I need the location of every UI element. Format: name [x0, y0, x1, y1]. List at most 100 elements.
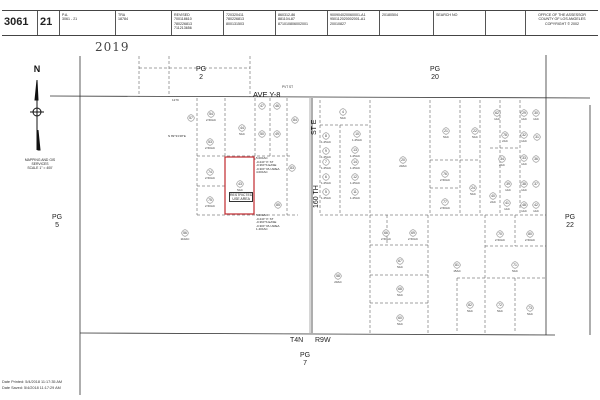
- easement-note-top: 5.00±AC -0.24±" P. ST -0.36±"S EASE -0.3…: [256, 156, 280, 175]
- parcel-area: 2.50AC: [205, 176, 216, 180]
- parcel-number: 54: [209, 112, 213, 116]
- parcel-11[interactable]: 111.25AC: [350, 188, 361, 200]
- parcel-8[interactable]: 81.25AC: [321, 132, 332, 144]
- parcel-area: 5AC: [470, 192, 477, 196]
- assessor-office: OFFICE OF THE ASSESSOR COUNTY OF LOS ANG…: [538, 13, 586, 26]
- parcel-85[interactable]: 85: [274, 201, 282, 209]
- parcel-area: 1.25AC: [352, 138, 363, 142]
- parcel-31[interactable]: 31: [533, 133, 541, 141]
- parcel-number-circle: [339, 108, 347, 116]
- parcel-5[interactable]: 51.25AC: [321, 188, 332, 200]
- parcel-37[interactable]: 37: [532, 180, 540, 188]
- parcel-number: 69: [411, 231, 415, 235]
- parcel-75[interactable]: 752.50AC: [205, 196, 216, 208]
- parcel-number-circle: [441, 198, 449, 206]
- parcel-number-circle: [469, 184, 477, 192]
- parcel-9[interactable]: 9 1.25AC: [321, 147, 332, 159]
- parcel-74[interactable]: 742.50AC: [205, 168, 216, 180]
- parcel-50[interactable]: 50: [258, 130, 266, 138]
- parcel-number: 12: [353, 175, 357, 179]
- parcel-57[interactable]: 57: [187, 114, 195, 122]
- parcel-area: 1.25AC: [321, 155, 332, 159]
- parcel-number: 44: [240, 126, 244, 130]
- parcel-area: 5AC: [237, 188, 244, 192]
- parcel-84[interactable]: 84: [291, 116, 299, 124]
- parcel-53[interactable]: 532.50AC: [205, 138, 216, 150]
- parcel-number: 4: [342, 110, 344, 114]
- parcel-number: 20: [401, 158, 405, 162]
- parcel-13[interactable]: 131.25AC: [350, 146, 361, 158]
- parcel-number-circle: [351, 173, 359, 181]
- parcel-83[interactable]: 83: [288, 164, 296, 172]
- parcel-77[interactable]: 772.50AC: [440, 198, 451, 210]
- pg22-label: PG 22: [565, 214, 576, 229]
- parcel-number-circle: [206, 196, 214, 204]
- parcel-number-circle: [258, 130, 266, 138]
- parcel-area: 1.25AC: [321, 140, 332, 144]
- parcel-46[interactable]: 46: [273, 102, 281, 110]
- parcel-area: 1AC: [521, 209, 528, 213]
- parcel-49[interactable]: 49: [273, 130, 281, 138]
- parcel-10[interactable]: 101.25AC: [352, 130, 363, 142]
- parcel-36[interactable]: 36: [532, 155, 540, 163]
- parcel-number: 60: [398, 316, 402, 320]
- parcel-area: 5AC: [472, 135, 479, 139]
- parcel-76[interactable]: 762.50AC: [440, 170, 451, 182]
- parcel-area: 1.25AC: [350, 166, 361, 170]
- parcel-area: 2.50AC: [205, 146, 216, 150]
- highlighted-parcel-43[interactable]: [224, 156, 255, 215]
- parcel-area: 2AC: [499, 163, 506, 167]
- parcel-66[interactable]: 662.50AC: [381, 229, 392, 241]
- parcel-area: 5AC: [443, 135, 450, 139]
- parcel-number: 32: [522, 133, 526, 137]
- parcel-7[interactable]: 71.25AC: [321, 158, 332, 170]
- map-lines: [49, 55, 591, 395]
- parcel-number-circle: [504, 180, 512, 188]
- parcel-47[interactable]: 47: [258, 102, 266, 110]
- parcel-69[interactable]: 692.50AC: [408, 229, 419, 241]
- parcel-number: 9: [325, 149, 327, 153]
- parcel-area: 1AC: [533, 209, 540, 213]
- parcel-70[interactable]: 702.50AC: [495, 230, 506, 242]
- parcel-12[interactable]: 121.25AC: [350, 173, 361, 185]
- parcel-number-circle: [353, 130, 361, 138]
- blank-cell: [486, 11, 526, 35]
- parcel-number-circle: [258, 102, 266, 110]
- parcel-number: 14: [353, 160, 357, 164]
- parcel-number: 76: [443, 172, 447, 176]
- parcel-80[interactable]: 802.50AC: [525, 230, 536, 242]
- parcel-54[interactable]: 542.50AC: [206, 110, 217, 122]
- parcel-14[interactable]: 14 1.25AC: [350, 158, 361, 170]
- parcel-6[interactable]: 61.25AC: [321, 173, 332, 185]
